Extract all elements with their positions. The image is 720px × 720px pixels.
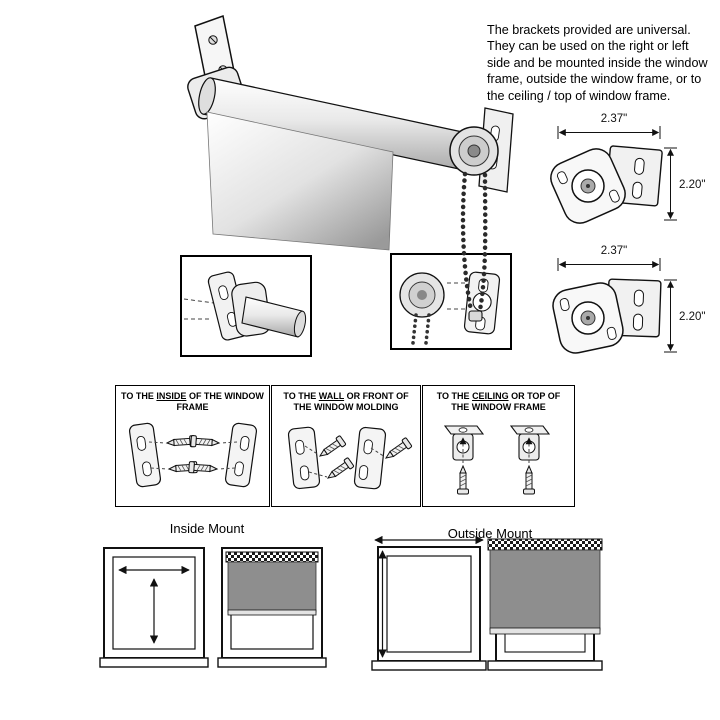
clutch-detail-inset bbox=[390, 253, 512, 350]
mount-method-title: TO THE CEILING OR TOP OF THE WINDOW FRAM… bbox=[436, 391, 561, 412]
inset-chain bbox=[411, 313, 418, 345]
inside-mount-shade-window bbox=[217, 547, 327, 668]
window-sill bbox=[487, 660, 603, 671]
left-bracket-plate bbox=[128, 422, 161, 488]
ceiling-mount-drawing bbox=[443, 425, 550, 495]
right-bracket-plate bbox=[353, 426, 387, 490]
screw bbox=[189, 435, 220, 449]
mount-method-title: TO THE INSIDE OF THE WINDOW FRAME bbox=[121, 391, 264, 412]
inset-tube-cap bbox=[293, 310, 307, 338]
screw bbox=[522, 465, 535, 495]
mount-method-ceiling: TO THE CEILING OR TOP OF THE WINDOW FRAM… bbox=[422, 385, 575, 507]
height-dimension-label: 2.20" bbox=[679, 179, 705, 191]
chain-connector bbox=[468, 310, 483, 322]
clutch-mechanism bbox=[449, 126, 499, 176]
mount-method-wall: TO THE WALL OR FRONT OF THE WINDOW MOLDI… bbox=[271, 385, 421, 507]
screw bbox=[456, 465, 469, 495]
roller-strip bbox=[225, 551, 319, 563]
left-bracket-plate bbox=[287, 426, 321, 490]
bead-chain bbox=[460, 171, 488, 322]
width-dimension-label: 2.37" bbox=[601, 245, 627, 257]
clutch-detail-drawing bbox=[399, 271, 501, 345]
mount-method-inside-frame: TO THE INSIDE OF THE WINDOW FRAME bbox=[115, 385, 270, 507]
width-dimension-label: 2.37" bbox=[601, 113, 627, 125]
hem-bar bbox=[489, 627, 601, 635]
outside-mount-measure-window bbox=[371, 535, 487, 671]
hem-bar bbox=[227, 609, 317, 616]
inside-mount-label: Inside Mount bbox=[169, 521, 245, 536]
right-bracket-plate bbox=[224, 422, 257, 488]
intro-text: The brackets provided are universal. The… bbox=[487, 23, 708, 103]
bracket-dimension-diagram-bottom: 2.37" 2.20" bbox=[552, 245, 705, 354]
ceiling-bracket-left bbox=[443, 425, 484, 461]
window-sill bbox=[371, 660, 487, 671]
screw bbox=[187, 461, 218, 475]
roller-strip bbox=[487, 538, 603, 551]
bracket-dimension-diagram-top: 2.37" 2.20" bbox=[550, 113, 705, 224]
ceiling-bracket-right bbox=[509, 425, 550, 461]
screw bbox=[316, 434, 347, 462]
roller-shade-main-illustration bbox=[187, 15, 514, 322]
bracket-detail-drawing bbox=[183, 271, 307, 341]
window-sill bbox=[217, 657, 327, 668]
outside-mount-shade-window bbox=[487, 538, 603, 671]
height-dimension-label: 2.20" bbox=[679, 311, 705, 323]
shade-fabric bbox=[206, 111, 394, 251]
inside-frame-mount-drawing bbox=[128, 422, 257, 488]
shade-panel bbox=[227, 561, 317, 613]
window-sill bbox=[99, 657, 209, 668]
mount-method-title: TO THE WALL OR FRONT OF THE WINDOW MOLDI… bbox=[283, 391, 409, 412]
inside-mount-measure-window bbox=[99, 547, 209, 668]
screw bbox=[382, 436, 413, 464]
wall-mount-drawing bbox=[287, 426, 413, 490]
shade-panel bbox=[489, 549, 601, 631]
screw bbox=[324, 456, 355, 484]
bracket-detail-inset bbox=[180, 255, 312, 357]
